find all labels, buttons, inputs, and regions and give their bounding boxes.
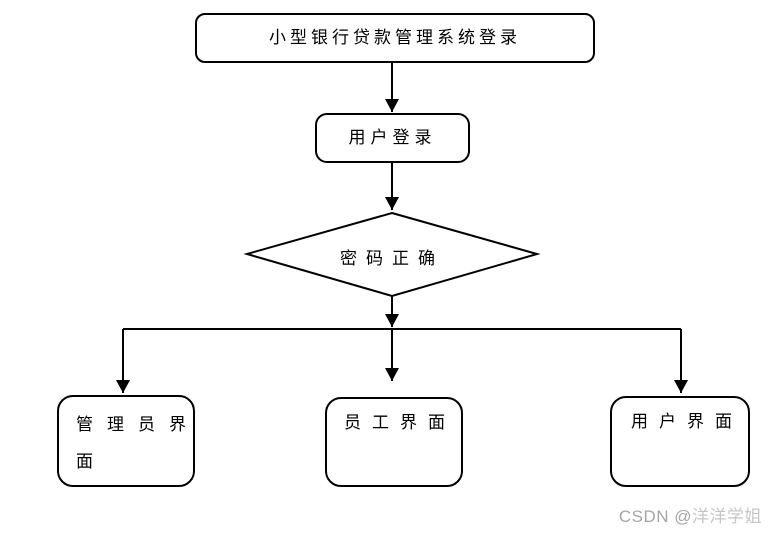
node-system-login-title: 小型银行贷款管理系统登录: [195, 13, 595, 63]
node-system-login-title-label: 小型银行贷款管理系统登录: [269, 27, 521, 48]
watermark-prefix: CSDN @: [618, 507, 692, 526]
node-staff-interface-label: 员工界面: [344, 413, 456, 433]
node-user-login: 用户登录: [315, 113, 470, 163]
node-user-login-label: 用户登录: [348, 127, 437, 148]
node-password-correct-label: 密码正确: [340, 249, 444, 269]
node-staff-interface: 员工界面: [325, 397, 463, 487]
watermark: CSDN @洋洋学姐: [619, 502, 762, 527]
watermark-name: 洋洋学姐: [692, 507, 762, 526]
node-admin-interface-label: 管理员界面: [76, 415, 200, 472]
node-user-interface: 用户界面: [610, 396, 750, 487]
node-user-interface-label: 用户界面: [631, 412, 743, 432]
node-admin-interface: 管理员界面: [57, 395, 195, 487]
